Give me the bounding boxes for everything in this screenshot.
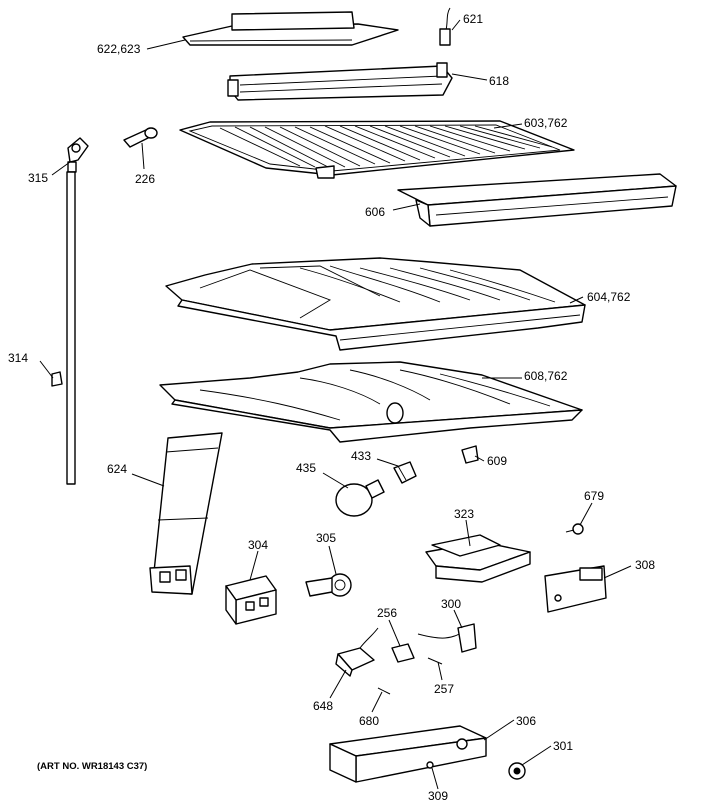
part-323 (425, 534, 531, 583)
part-603-762 (179, 120, 575, 179)
part-622-623 (182, 11, 399, 46)
label-435: 435 (296, 461, 316, 475)
part-609 (461, 445, 479, 464)
part-618 (227, 62, 453, 101)
part-680 (377, 687, 391, 695)
label-314: 314 (8, 351, 28, 365)
label-608-762: 608,762 (524, 369, 568, 383)
part-314 (51, 371, 63, 387)
part-315 (67, 137, 89, 173)
part-648 (335, 627, 379, 677)
label-301: 301 (553, 739, 573, 753)
label-308: 308 (635, 558, 655, 572)
label-604-762: 604,762 (587, 290, 631, 304)
part-604-762 (165, 257, 586, 351)
label-606: 606 (365, 205, 385, 219)
part-679 (565, 523, 584, 535)
part-301 (508, 762, 526, 780)
part-304 (225, 575, 277, 625)
label-304: 304 (248, 538, 268, 552)
part-226 (123, 127, 158, 148)
label-680: 680 (359, 714, 379, 728)
rod (66, 171, 76, 485)
part-606 (397, 173, 677, 227)
art-number: (ART NO. WR18143 C37) (37, 761, 147, 772)
label-309: 309 (428, 789, 448, 803)
label-622-623: 622,623 (97, 42, 141, 56)
label-609: 609 (487, 454, 507, 468)
part-433 (393, 461, 417, 484)
label-603-762: 603,762 (524, 116, 568, 130)
label-648: 648 (313, 699, 333, 713)
label-257: 257 (434, 682, 454, 696)
label-679: 679 (584, 489, 604, 503)
part-608-762 (159, 361, 583, 443)
label-306: 306 (516, 714, 536, 728)
part-435 (335, 479, 385, 517)
part-300 (417, 623, 477, 653)
label-323: 323 (454, 507, 474, 521)
label-226: 226 (135, 172, 155, 186)
label-433: 433 (351, 449, 371, 463)
label-315: 315 (28, 171, 48, 185)
part-257 (427, 657, 443, 665)
part-labels: 621 622,623 618 603,762 315 226 606 604,… (8, 12, 655, 803)
part-308 (544, 565, 607, 613)
label-621: 621 (463, 12, 483, 26)
part-621 (439, 7, 451, 46)
part-256 (391, 643, 415, 663)
part-306 (329, 725, 487, 783)
leader-lines (39, 19, 632, 790)
part-624 (149, 432, 223, 595)
label-624: 624 (107, 462, 127, 476)
label-305: 305 (316, 531, 336, 545)
label-300: 300 (441, 597, 461, 611)
part-305 (305, 573, 352, 597)
label-618: 618 (489, 74, 509, 88)
label-256: 256 (377, 606, 397, 620)
